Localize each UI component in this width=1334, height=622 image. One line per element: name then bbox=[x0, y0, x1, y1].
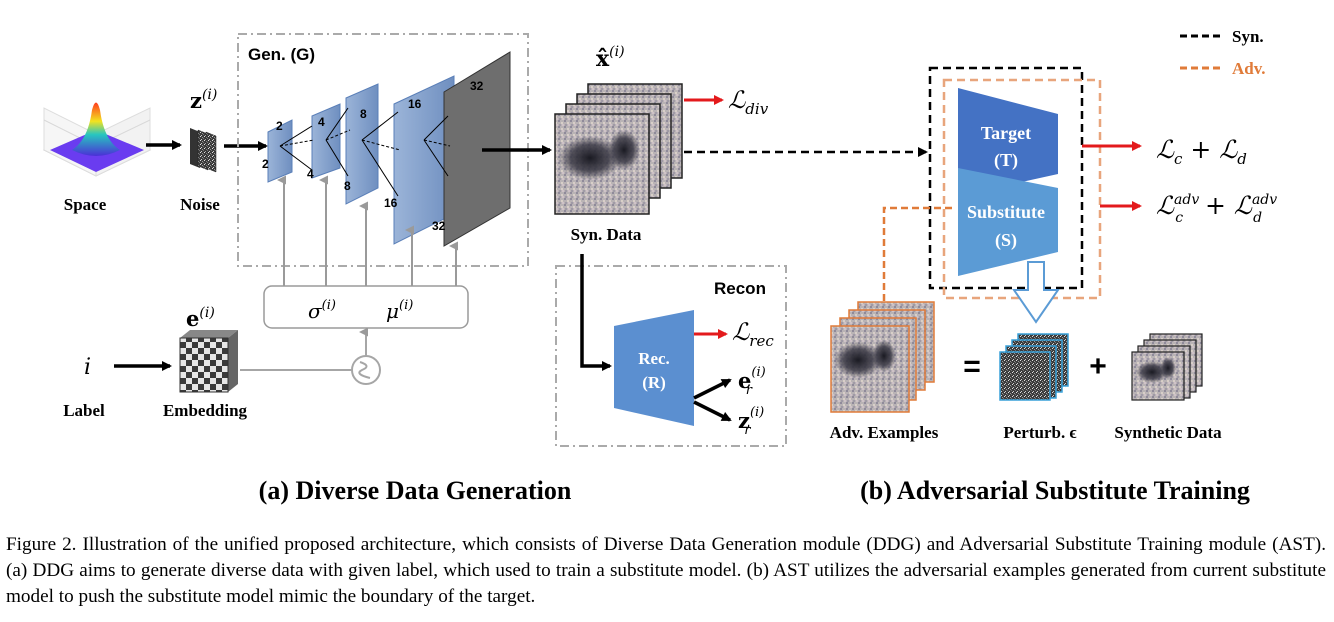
layer-size-2a: 2 bbox=[276, 119, 283, 133]
er-symbol: e(i)r bbox=[738, 365, 766, 398]
synthetic-data-stack bbox=[554, 83, 683, 215]
rec-line2: (R) bbox=[642, 373, 666, 392]
syn-data-label: Syn. Data bbox=[571, 225, 642, 244]
label-text: Label bbox=[63, 401, 105, 420]
layer-size-4b: 4 bbox=[307, 167, 314, 181]
plus-sign: + bbox=[1089, 350, 1107, 383]
layer-size-8a: 8 bbox=[360, 107, 367, 121]
target-line1: Target bbox=[981, 123, 1031, 143]
loss-cd: ℒc + ℒd bbox=[1156, 135, 1247, 168]
substitute-line2: (S) bbox=[995, 230, 1017, 251]
e-symbol: e(i) bbox=[186, 305, 215, 331]
zr-symbol: z(i)r bbox=[738, 405, 764, 438]
architecture-figure: Space z(i) Noise Gen. (G) bbox=[42, 27, 1277, 447]
substitute-line1: Substitute bbox=[967, 202, 1045, 222]
recon-title: Recon bbox=[714, 279, 766, 298]
perturbation-stack bbox=[999, 333, 1069, 401]
target-line2: (T) bbox=[994, 150, 1018, 171]
generator-title: Gen. (G) bbox=[248, 45, 315, 64]
adv-enclosure bbox=[942, 78, 1102, 300]
generator-layers bbox=[267, 51, 511, 247]
subcaption-a: (a) Diverse Data Generation bbox=[258, 476, 572, 505]
loss-div: ℒdiv bbox=[728, 86, 769, 118]
synthetic-data-small-stack bbox=[1131, 333, 1203, 401]
figure-caption: Figure 2. Illustration of the unified pr… bbox=[6, 534, 1326, 607]
noise-label: Noise bbox=[180, 195, 220, 214]
layer-size-2b: 2 bbox=[262, 157, 269, 171]
recon-box bbox=[555, 265, 787, 447]
space-label: Space bbox=[64, 195, 107, 214]
layer-size-8b: 8 bbox=[344, 179, 351, 193]
loss-rec: ℒrec bbox=[732, 318, 774, 350]
adv-examples-stack bbox=[830, 301, 935, 413]
noise-icon bbox=[190, 128, 217, 173]
layer-size-32a: 32 bbox=[470, 79, 484, 93]
layer-size-16b: 16 bbox=[384, 196, 398, 210]
legend-adv: Adv. bbox=[1232, 59, 1266, 78]
layer-size-32b: 32 bbox=[432, 219, 446, 233]
space-plot bbox=[42, 102, 152, 177]
layer-size-labels: 2 2 4 4 8 8 16 16 32 32 bbox=[262, 79, 484, 233]
label-symbol: i bbox=[84, 355, 91, 380]
reconstructor-block bbox=[614, 310, 694, 426]
substitute-model-block bbox=[958, 168, 1058, 276]
mu-symbol: μ(i) bbox=[386, 298, 413, 323]
synthetic-data-label: Synthetic Data bbox=[1114, 423, 1222, 442]
embedding-cube bbox=[179, 330, 238, 393]
perturbation-label: Perturb. ϵ bbox=[1003, 423, 1076, 442]
mix-node-icon bbox=[351, 355, 381, 385]
legend-syn: Syn. bbox=[1232, 27, 1264, 46]
equals-sign: = bbox=[963, 350, 981, 383]
affine-params-box bbox=[263, 285, 469, 329]
layer-size-16a: 16 bbox=[408, 97, 422, 111]
xhat-symbol: x̂(i) bbox=[596, 44, 625, 72]
rec-line1: Rec. bbox=[638, 349, 670, 368]
sigma-symbol: σ(i) bbox=[308, 298, 336, 323]
z-symbol: z(i) bbox=[190, 87, 217, 113]
syn-enclosure bbox=[928, 66, 1084, 290]
layer-size-4a: 4 bbox=[318, 115, 325, 129]
target-model-block bbox=[958, 88, 1058, 196]
subcaption-b: (b) Adversarial Substitute Training bbox=[860, 476, 1250, 505]
gradient-down-arrow-icon bbox=[1012, 261, 1060, 324]
adv-examples-label: Adv. Examples bbox=[830, 423, 939, 442]
embedding-label: Embedding bbox=[163, 401, 248, 420]
